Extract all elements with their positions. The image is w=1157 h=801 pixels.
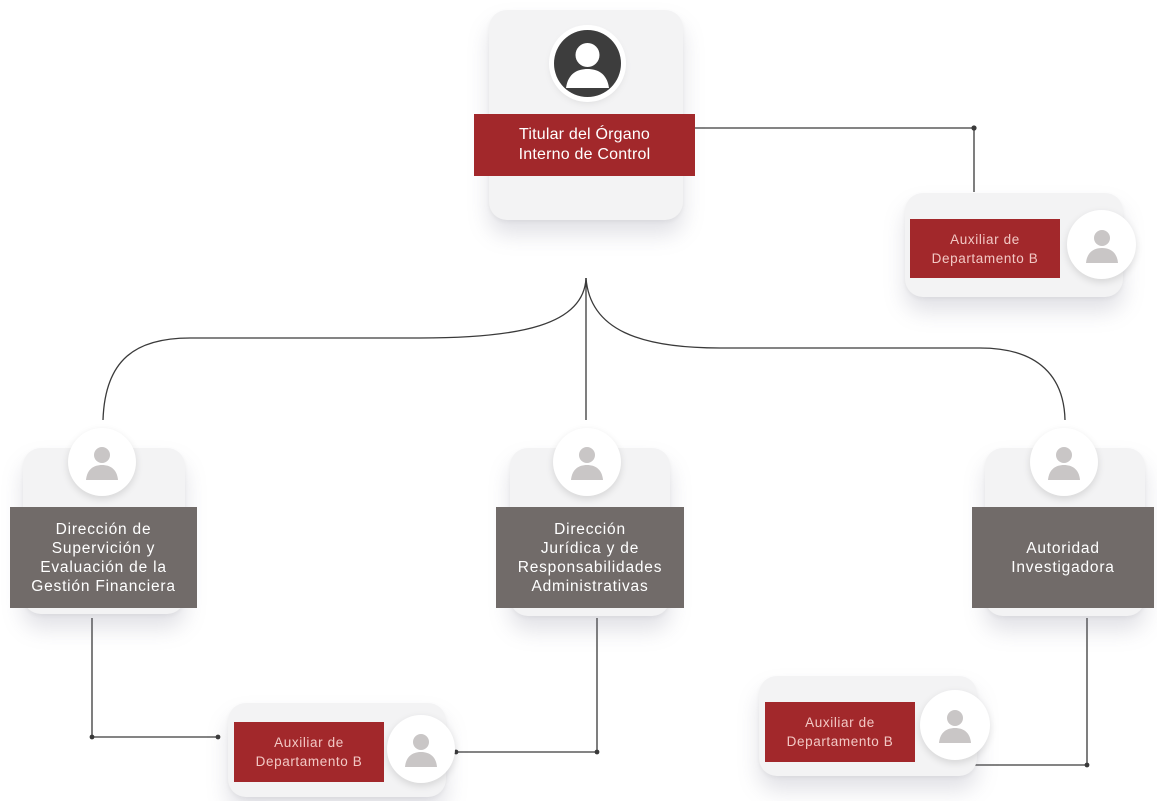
user-avatar-icon — [566, 43, 609, 88]
connector-dot — [89, 734, 95, 740]
user-avatar-icon — [939, 710, 971, 743]
investigative-authority-avatar — [1030, 428, 1098, 496]
investigative-assistant-avatar — [920, 690, 990, 760]
user-avatar-icon — [405, 734, 437, 767]
connector-dot — [1084, 762, 1090, 768]
shared-assistant-box: Auxiliar de Departamento B — [234, 722, 384, 782]
head-avatar — [554, 30, 621, 97]
user-avatar-icon — [1048, 447, 1080, 480]
investigative-authority-box: Autoridad Investigadora — [972, 507, 1154, 608]
legal-direction-avatar — [553, 428, 621, 496]
connector-dots — [89, 125, 1090, 768]
head-assistant-box: Auxiliar de Departamento B — [910, 219, 1060, 278]
connector-head-to-investigative — [585, 277, 1066, 421]
investigative-assistant-box: Auxiliar de Departamento B — [765, 702, 915, 762]
legal-direction-box: Dirección Jurídica y de Responsabilidade… — [496, 507, 684, 608]
connector-dot — [971, 125, 977, 131]
financial-direction-box: Dirección de Supervición y Evaluación de… — [10, 507, 197, 608]
connector-dot — [594, 749, 600, 755]
user-avatar-icon — [1085, 229, 1118, 263]
connector-investigative-to-assistant — [975, 618, 1088, 766]
connector-financial-to-assistant — [91, 618, 218, 738]
user-avatar-icon — [86, 447, 118, 480]
user-avatar-icon — [571, 447, 603, 480]
shared-assistant-avatar — [387, 715, 455, 783]
head-title-box: Titular del Órgano Interno de Control — [474, 114, 695, 176]
connector-head-to-assistant — [684, 127, 975, 192]
connector-head-to-financial — [102, 277, 587, 421]
head-assistant-avatar — [1067, 210, 1136, 279]
financial-direction-avatar — [68, 428, 136, 496]
connector-dot — [215, 734, 221, 740]
connector-legal-to-assistant — [456, 618, 598, 753]
